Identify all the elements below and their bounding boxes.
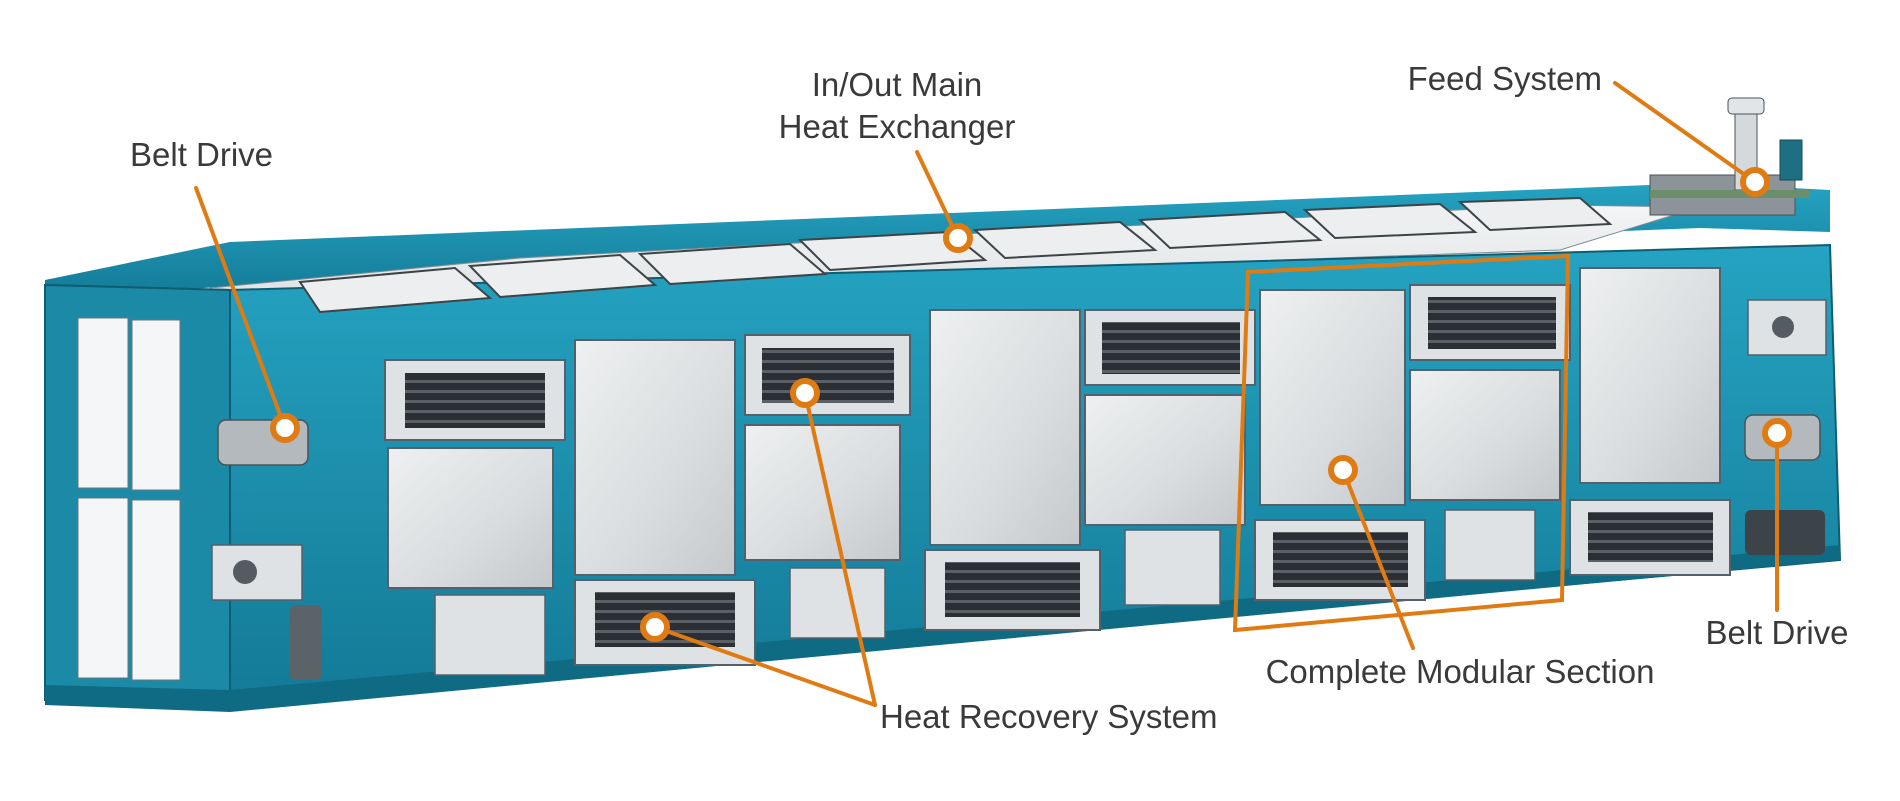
- modular-section-highlight-box: [1232, 253, 1571, 633]
- leader-feed-system: [1613, 81, 1757, 184]
- label-belt-drive-right: Belt Drive: [1705, 614, 1848, 651]
- marker-heat-exchanger: [943, 223, 973, 253]
- label-modular-section: Complete Modular Section: [1266, 653, 1655, 690]
- leader-heat-exchanger: [915, 150, 960, 240]
- end-doors: [77, 317, 181, 681]
- label-heat-exchanger-line1: In/Out Main: [812, 66, 983, 103]
- leader-belt-drive-left: [194, 186, 287, 430]
- marker-belt-drive-left: [270, 413, 300, 443]
- top-hatches: [298, 196, 1613, 314]
- side-modules: [211, 267, 1827, 680]
- callout-leaders: [194, 81, 1779, 707]
- label-heat-exchanger-line2: Heat Exchanger: [779, 108, 1016, 145]
- label-feed-system: Feed System: [1408, 60, 1602, 97]
- marker-heat-recovery-b: [790, 378, 820, 408]
- feed-system-piping: [1649, 97, 1810, 216]
- label-belt-drive-left: Belt Drive: [130, 136, 273, 173]
- callout-markers: [270, 167, 1792, 642]
- marker-feed-system: [1740, 167, 1770, 197]
- leader-heat-recovery-a: [653, 625, 877, 707]
- label-heat-recovery: Heat Recovery System: [880, 698, 1217, 735]
- leader-heat-recovery-b: [803, 391, 877, 707]
- marker-belt-drive-right: [1762, 418, 1792, 448]
- marker-heat-recovery-a: [640, 612, 670, 642]
- callout-labels: Belt Drive In/Out Main Heat Exchanger Fe…: [130, 60, 1849, 735]
- marker-modular-section: [1328, 455, 1358, 485]
- leader-modular-section: [1341, 468, 1415, 650]
